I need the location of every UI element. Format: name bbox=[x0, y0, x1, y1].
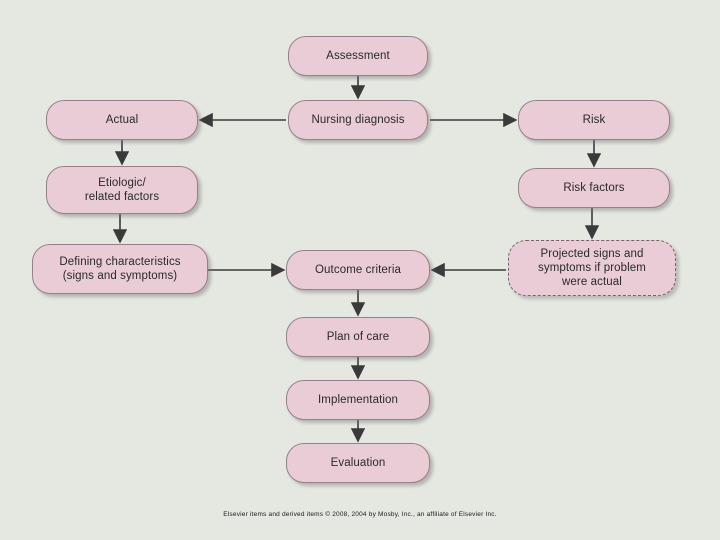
node-plan-of-care-label: Plan of care bbox=[326, 330, 390, 343]
node-outcome-criteria-label: Outcome criteria bbox=[315, 263, 401, 276]
node-implementation-label: Implementation bbox=[317, 393, 399, 406]
node-projected-signs-symptoms-label: Projected signs and symptoms if problem … bbox=[538, 247, 646, 288]
node-risk-label: Risk bbox=[582, 113, 606, 126]
node-nursing-diagnosis: Nursing diagnosis bbox=[288, 100, 428, 140]
node-assessment: Assessment bbox=[288, 36, 428, 76]
node-risk-factors: Risk factors bbox=[518, 168, 670, 208]
node-etiologic-related-factors: Etiologic/ related factors bbox=[46, 166, 198, 214]
node-defining-characteristics: Defining characteristics (signs and symp… bbox=[32, 244, 208, 294]
node-risk-factors-label: Risk factors bbox=[563, 181, 625, 194]
node-defining-characteristics-label: Defining characteristics (signs and symp… bbox=[59, 255, 181, 282]
node-evaluation: Evaluation bbox=[286, 443, 430, 483]
node-outcome-criteria: Outcome criteria bbox=[286, 250, 430, 290]
node-plan-of-care: Plan of care bbox=[286, 317, 430, 357]
node-risk: Risk bbox=[518, 100, 670, 140]
node-actual-label: Actual bbox=[105, 113, 139, 126]
node-actual: Actual bbox=[46, 100, 198, 140]
copyright-credit: Elsevier items and derived items © 2008,… bbox=[223, 511, 497, 518]
node-evaluation-label: Evaluation bbox=[330, 456, 386, 469]
node-nursing-diagnosis-label: Nursing diagnosis bbox=[311, 113, 405, 126]
node-assessment-label: Assessment bbox=[326, 49, 390, 62]
node-etiologic-related-factors-label: Etiologic/ related factors bbox=[84, 176, 160, 203]
node-projected-signs-symptoms: Projected signs and symptoms if problem … bbox=[508, 240, 676, 296]
node-implementation: Implementation bbox=[286, 380, 430, 420]
